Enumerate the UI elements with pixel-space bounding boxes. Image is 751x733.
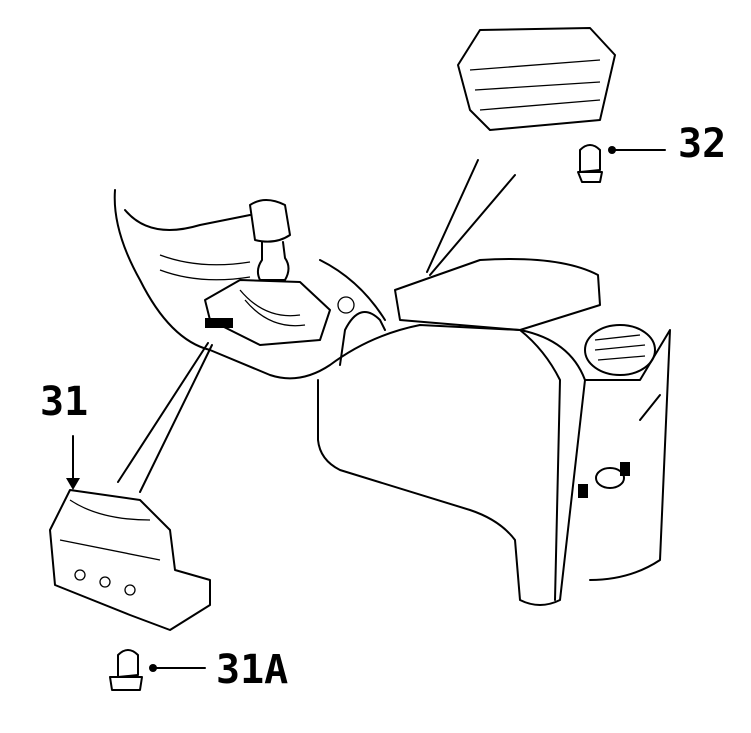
switch-32 (457, 27, 616, 183)
center-console (113, 189, 671, 606)
switch-31 (49, 489, 211, 691)
air-vents (578, 324, 661, 498)
gear-lever (204, 199, 331, 346)
label-part-31: 31 (40, 379, 88, 425)
label-part-31a: 31A (216, 647, 288, 693)
leader-lines (66, 146, 666, 672)
label-part-32: 32 (678, 121, 726, 167)
